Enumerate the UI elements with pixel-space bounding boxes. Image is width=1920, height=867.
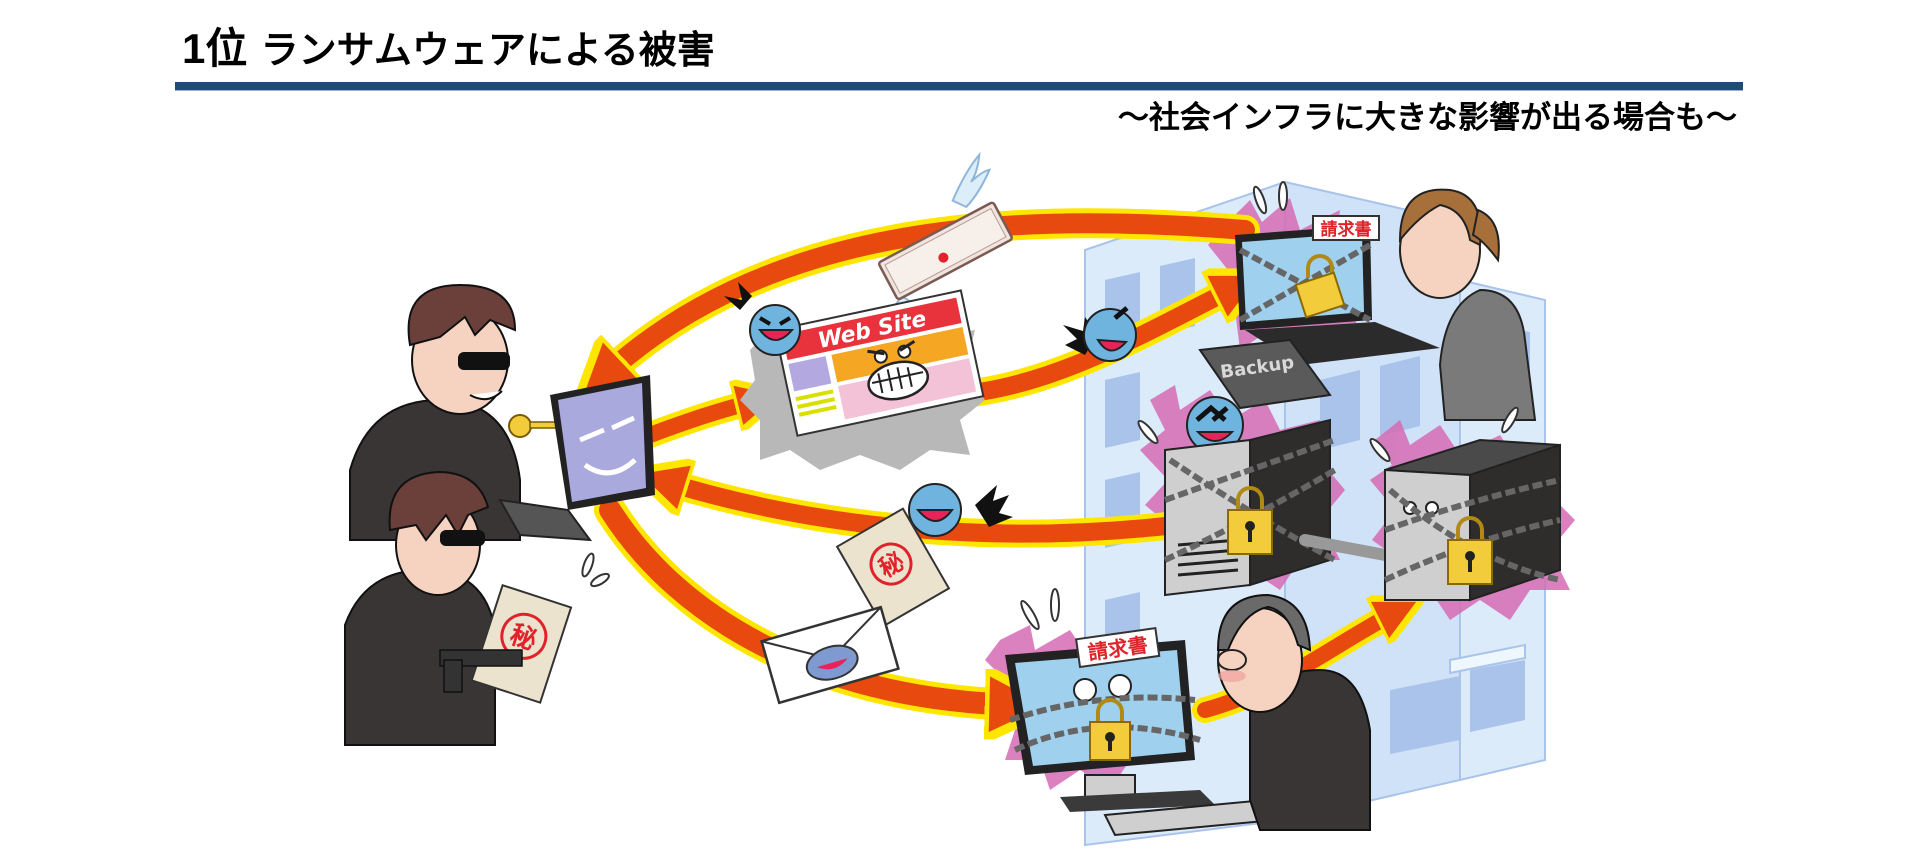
title-divider: [175, 82, 1743, 91]
title-rank: 1位: [182, 25, 248, 72]
slide-subtitle: ～社会インフラに大きな影響が出る場合も～: [1117, 100, 1737, 136]
padlock-icon: [1227, 486, 1273, 555]
victim-man-monitor: 請求書: [1005, 593, 1371, 837]
hacker-with-key: [349, 283, 559, 541]
hacker-laptop: [498, 375, 655, 542]
locked-server: [1299, 438, 1561, 602]
hacker-with-gun: 秘: [344, 470, 573, 746]
malware-creature-pc: [1063, 306, 1137, 362]
padlock-icon: [1089, 698, 1131, 761]
malicious-email: [760, 605, 900, 705]
compromised-website: Web Site: [740, 289, 985, 470]
padlock-icon: [1294, 254, 1346, 319]
title-text: ランサムウェアによる被害: [260, 28, 715, 72]
invoice-label: 請求書: [1321, 219, 1372, 240]
victim-woman-laptop: 請求書: [1235, 188, 1537, 421]
secret-envelope: 秘: [835, 507, 951, 628]
flying-money: [878, 151, 1013, 354]
shock-marks: [581, 181, 1519, 630]
backup-server: Backup: [1163, 338, 1337, 597]
key-icon: [508, 414, 559, 438]
malware-creature-website: [724, 282, 801, 356]
gun-icon: [439, 649, 523, 693]
ransom-note-bottom: 請求書: [1075, 627, 1161, 669]
slide-title: 1位 ランサムウェアによる被害: [182, 24, 715, 75]
ransom-note-top: 請求書: [1312, 215, 1380, 241]
padlock-icon: [1447, 516, 1493, 585]
malware-creature-envelope: [908, 483, 1013, 537]
